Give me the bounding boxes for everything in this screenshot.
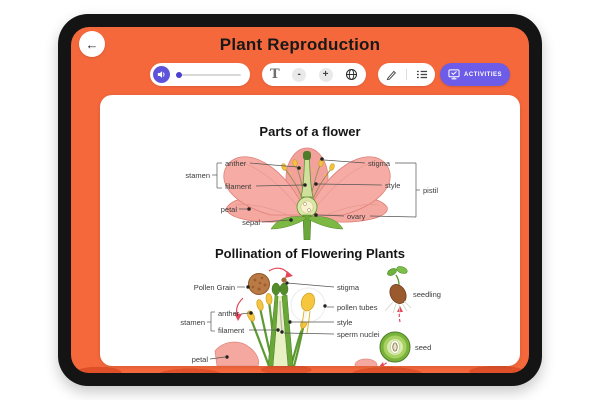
globe-icon [345, 68, 358, 81]
label-pistil: pistil [423, 186, 438, 195]
label-pollen-grain: Pollen Grain [194, 283, 235, 292]
diagram2-title: Pollination of Flowering Plants [215, 246, 405, 261]
label-filament-2: filament [218, 326, 245, 335]
list-icon [416, 70, 428, 79]
tablet-frame: ← Plant Reproduction [58, 14, 542, 386]
audio-control [150, 63, 250, 86]
annotation-tools [378, 63, 435, 86]
flower-parts-diagram: stamen anther filament petal sepal stigm… [185, 147, 438, 240]
lesson-content-card: Parts of a flower [100, 95, 520, 366]
app-screen: ← Plant Reproduction [71, 27, 529, 373]
label-style: style [385, 181, 400, 190]
speaker-button[interactable] [153, 66, 170, 83]
activities-label: ACTIVITIES [464, 71, 503, 78]
divider [406, 69, 407, 80]
label-anther: anther [225, 159, 247, 168]
font-size-icon: T [270, 67, 280, 82]
label-stamen: stamen [185, 171, 210, 180]
font-increase-button[interactable]: + [318, 67, 333, 82]
volume-slider[interactable] [176, 71, 241, 78]
label-seedling: seedling [413, 290, 441, 299]
activities-button[interactable]: ACTIVITIES [440, 63, 511, 86]
label-pollen-tubes: pollen tubes [337, 303, 378, 312]
label-stigma: stigma [368, 159, 391, 168]
label-sepal: sepal [242, 218, 260, 227]
label-style-2: style [337, 318, 352, 327]
label-ovary: ovary [347, 212, 366, 221]
language-button[interactable] [345, 68, 358, 81]
pen-tool-button[interactable] [385, 69, 397, 81]
font-decrease-button[interactable]: - [292, 67, 307, 82]
list-tool-button[interactable] [416, 69, 428, 80]
back-button[interactable]: ← [79, 31, 105, 57]
speaker-icon [157, 71, 165, 78]
pollination-diagram: Pollen Grain stigma pollen tubes style s… [180, 266, 441, 366]
toolbar: T - + [150, 63, 511, 86]
page-title: Plant Reproduction [219, 35, 381, 54]
label-petal-2: petal [192, 355, 209, 364]
label-anther-2: anther [218, 309, 240, 318]
label-seed: seed [415, 343, 431, 352]
back-arrow-icon: ← [85, 36, 99, 52]
label-petal: petal [221, 205, 238, 214]
activities-monitor-icon [448, 69, 460, 80]
pen-icon [386, 70, 396, 80]
label-filament: filament [225, 182, 252, 191]
font-size-control: T - + [262, 63, 366, 86]
diagram1-title: Parts of a flower [259, 124, 361, 139]
volume-slider-thumb[interactable] [176, 71, 182, 78]
label-stigma-2: stigma [337, 283, 360, 292]
label-stamen-2: stamen [180, 318, 205, 327]
label-sperm-nuclei: sperm nuclei [337, 330, 380, 339]
